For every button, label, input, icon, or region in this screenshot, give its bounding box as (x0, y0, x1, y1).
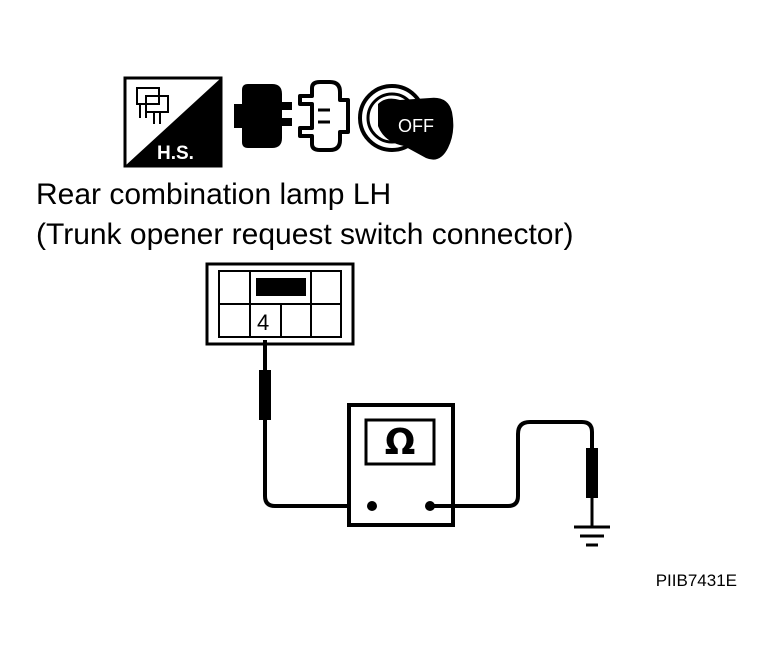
meter-terminal-left (367, 501, 377, 511)
title-line-1: Rear combination lamp LH (36, 178, 391, 211)
disconnect-connector-icon (234, 80, 350, 152)
left-probe-wire (259, 340, 370, 508)
title-line-2: (Trunk opener request switch connector) (36, 218, 573, 251)
harness-connector-icon: H.S. (123, 76, 223, 168)
ground-icon (574, 525, 610, 547)
figure-code: PIIB7431E (656, 571, 737, 590)
ignition-key-off-icon: OFF (358, 84, 454, 160)
ohm-symbol: Ω (385, 422, 416, 463)
hs-label: H.S. (157, 143, 194, 164)
right-probe-wire (430, 420, 598, 526)
connector-face: 4 (205, 262, 355, 346)
off-label: OFF (398, 116, 434, 136)
pin-4-label: 4 (257, 310, 269, 335)
